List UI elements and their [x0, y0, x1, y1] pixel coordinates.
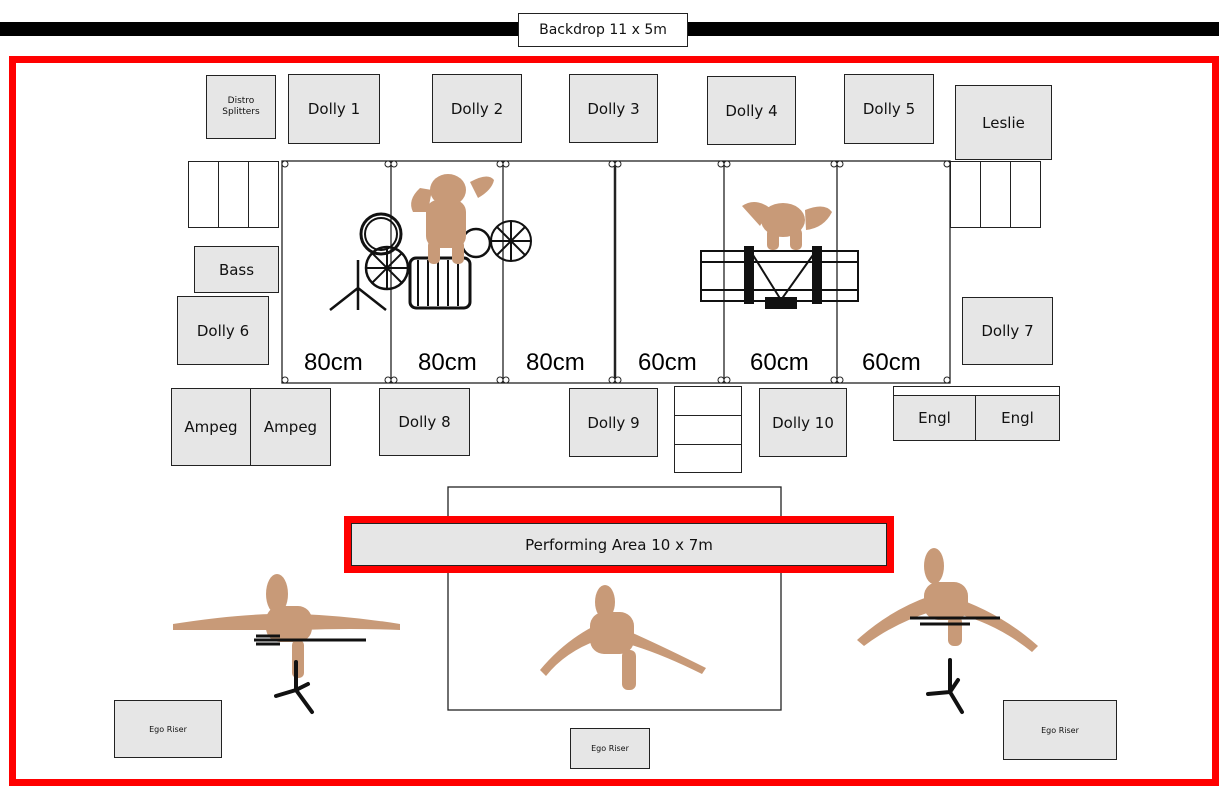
dolly-4-box[interactable]: Dolly 4 — [707, 76, 796, 145]
left-performer — [173, 574, 400, 678]
steps[interactable] — [674, 386, 742, 473]
divider — [980, 161, 981, 228]
riser-height-label: 60cm — [638, 349, 697, 376]
stage-artwork — [173, 160, 1038, 714]
dolly-10-box[interactable]: Dolly 10 — [759, 388, 847, 457]
bass-box[interactable]: Bass — [194, 246, 279, 293]
backdrop-label: Backdrop 11 x 5m — [518, 13, 688, 47]
dolly-3-box[interactable]: Dolly 3 — [569, 74, 658, 143]
divider — [218, 161, 219, 228]
dolly-7-box[interactable]: Dolly 7 — [962, 297, 1053, 365]
riser-height-label: 80cm — [526, 349, 585, 376]
dolly-1-box[interactable]: Dolly 1 — [288, 74, 380, 144]
drummer — [411, 174, 494, 264]
dolly-5-box[interactable]: Dolly 5 — [844, 74, 934, 144]
keyboard-player — [742, 201, 832, 250]
divider — [248, 161, 249, 228]
right-guitar — [910, 616, 1000, 626]
ego-riser-left[interactable]: Ego Riser — [114, 700, 222, 758]
riser-height-label: 60cm — [862, 349, 921, 376]
dolly-8-box[interactable]: Dolly 8 — [379, 388, 470, 456]
distro-splitters-box[interactable]: Distro Splitters — [206, 75, 276, 139]
performing-area-outline — [447, 486, 782, 711]
engl-right-box[interactable]: Engl — [975, 395, 1060, 441]
left-keyboard-stand[interactable] — [188, 161, 279, 228]
left-bass-guitar — [254, 634, 366, 646]
right-keyboard-stand[interactable] — [950, 161, 1041, 228]
engl-left-box[interactable]: Engl — [893, 395, 976, 441]
dolly-2-box[interactable]: Dolly 2 — [432, 74, 522, 143]
divider — [1010, 161, 1011, 228]
leslie-box[interactable]: Leslie — [955, 85, 1052, 160]
keyboard-rig — [700, 246, 859, 309]
center-performer — [540, 585, 706, 690]
performing-area-label: Performing Area 10 x 7m — [351, 523, 887, 566]
left-mic-stand — [274, 660, 314, 714]
riser-height-label: 80cm — [304, 349, 363, 376]
step-line — [674, 415, 742, 416]
ego-riser-right[interactable]: Ego Riser — [1003, 700, 1117, 760]
riser-height-label: 60cm — [750, 349, 809, 376]
drum-kit — [329, 212, 532, 311]
ego-riser-center[interactable]: Ego Riser — [570, 728, 650, 769]
riser-height-label: 80cm — [418, 349, 477, 376]
dolly-6-box[interactable]: Dolly 6 — [177, 296, 269, 365]
step-line — [674, 444, 742, 445]
right-mic-stand — [926, 658, 964, 714]
right-performer — [857, 548, 1038, 652]
ampeg-left-box[interactable]: Ampeg — [171, 388, 251, 466]
riser-leg-circles — [281, 160, 951, 384]
riser-platform — [281, 160, 951, 384]
dolly-9-box[interactable]: Dolly 9 — [569, 388, 658, 457]
ampeg-right-box[interactable]: Ampeg — [250, 388, 331, 466]
